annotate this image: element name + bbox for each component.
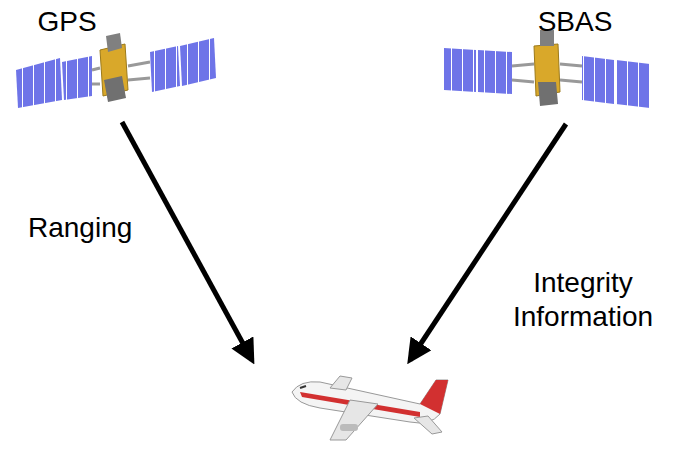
ranging-arrow [122, 122, 252, 360]
sbas-satellite [444, 30, 650, 108]
signal-label: Ranging [28, 211, 132, 245]
signal-label: Integrity Information [488, 266, 678, 334]
satellite-name: SBAS [538, 5, 613, 39]
satellite-name: GPS [37, 5, 96, 39]
airplane [292, 376, 448, 440]
gps-satellite [16, 33, 216, 108]
